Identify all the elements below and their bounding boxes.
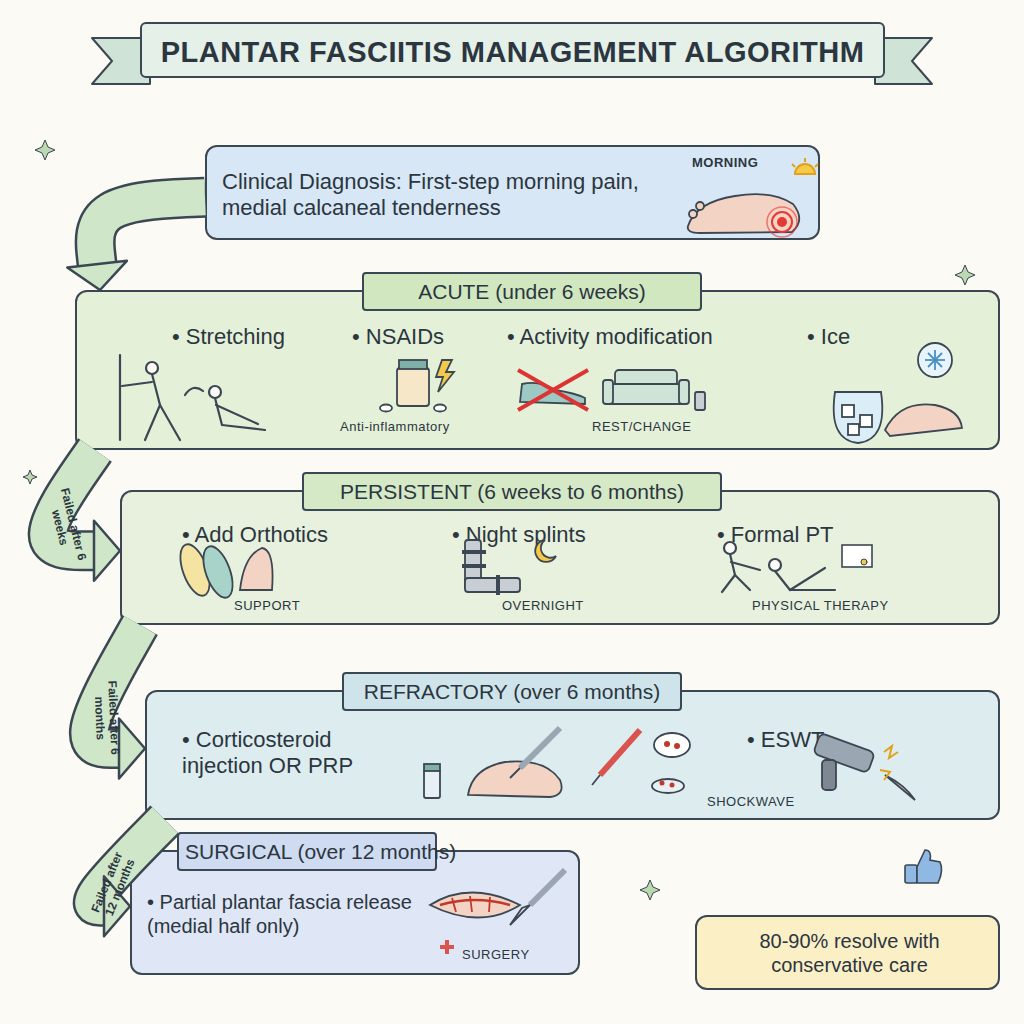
stage-heading: ACUTE (under 6 weeks) [362,272,702,311]
icon-caption: SURGERY [462,947,530,963]
icon-caption: SUPPORT [234,598,300,614]
edge-label: Failed after 6 weeks [43,483,89,567]
outcome-ribbon: 80-90% resolve with conservative care [695,915,1000,990]
edge-label: Failed after 6 months [91,677,122,758]
icon-caption: OVERNIGHT [502,598,584,614]
sparkle [35,140,55,160]
node-text: • Activity modification [507,324,713,350]
icon-caption: Anti-inflammatory [340,419,450,435]
flow-arrow [67,197,205,290]
stage-band: ACUTE (under 6 weeks)• Stretching• NSAID… [75,290,1000,450]
node-text: • Night splints [452,522,586,548]
stage-band: PERSISTENT (6 weeks to 6 months)• Add Or… [120,490,1000,625]
node-text: Clinical Diagnosis: First-step morning p… [222,169,692,222]
stage-heading: SURGICAL (over 12 months) [177,832,437,871]
sparkle [955,265,975,285]
node-text: • NSAIDs [352,324,444,350]
arrow-head [67,261,127,290]
stage-band: REFRACTORY (over 6 months)• Corticostero… [145,690,1000,820]
thumbs-up-icon [905,865,917,883]
node-text: 80-90% resolve with conservative care [717,929,982,977]
node-text: • Corticosteroid injection OR PRP [182,727,417,780]
flow-arrow-outline [95,197,205,264]
node-text: • Add Orthotics [182,522,328,548]
node-text: • Formal PT [717,522,834,548]
sparkle [640,880,660,900]
arrow-head [94,521,120,581]
icon-caption: REST/CHANGE [592,419,691,435]
sparkle [23,470,37,484]
icon-caption: MORNING [692,155,758,171]
thumbs-up-icon [917,850,942,883]
diagnosis-box: Clinical Diagnosis: First-step morning p… [205,145,820,240]
stage-heading: REFRACTORY (over 6 months) [342,672,682,711]
title-banner: PLANTAR FASCIITIS MANAGEMENT ALGORITHM [140,22,885,78]
flow-arrow-band [95,197,205,264]
arrow-head [119,719,145,779]
node-text: • Partial plantar fascia release (medial… [147,890,437,938]
icon-caption: SHOCKWAVE [707,794,795,810]
node-text: • Stretching [172,324,285,350]
thumbs-up-icon [905,850,942,883]
node-text: • Ice [807,324,850,350]
stage-band: SURGICAL (over 12 months)• Partial plant… [130,850,580,975]
flow-arrow [89,625,145,779]
icon-caption: PHYSICAL THERAPY [752,598,889,614]
stage-heading: PERSISTENT (6 weeks to 6 months) [302,472,722,511]
node-text: • ESWT [747,727,824,753]
